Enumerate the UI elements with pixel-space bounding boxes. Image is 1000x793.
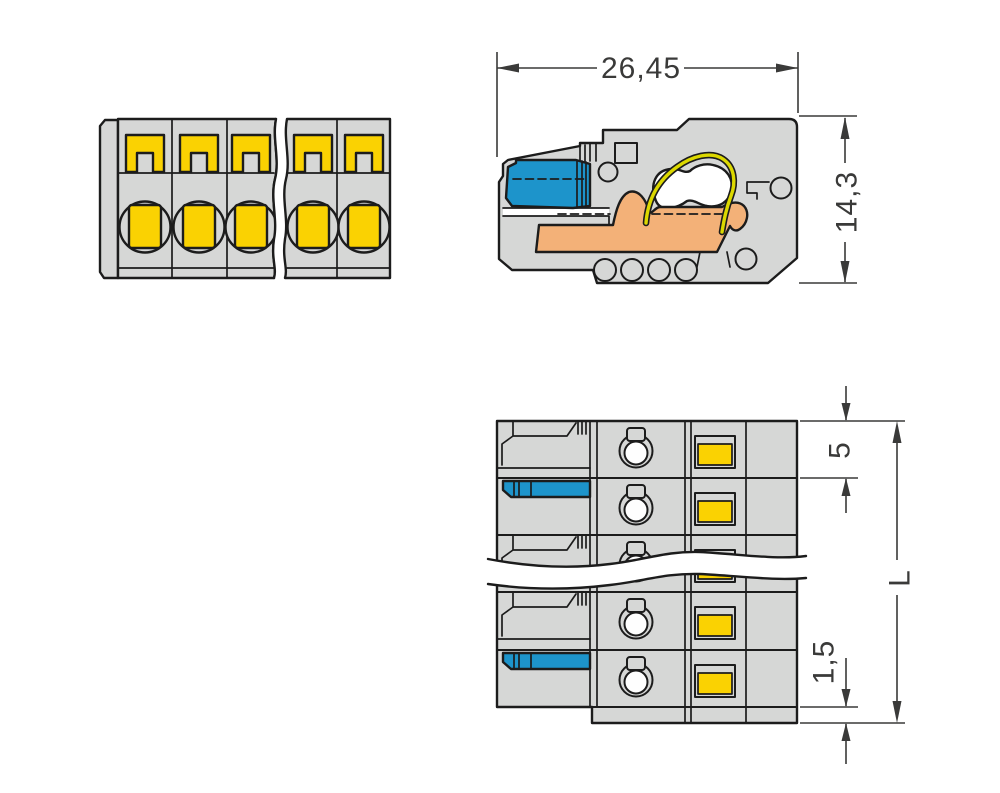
spring-cavity xyxy=(652,163,733,210)
pusher xyxy=(504,158,592,210)
housing-hole xyxy=(734,247,758,271)
dimension-lines xyxy=(800,658,905,764)
clamp-spring-wire-core xyxy=(644,153,736,234)
housing-hole xyxy=(597,161,619,183)
bottom-holes xyxy=(593,258,698,282)
coding-strip xyxy=(501,479,592,499)
arrowhead-down xyxy=(841,689,851,707)
break-line xyxy=(486,572,808,590)
front-shelf-lines-left xyxy=(117,172,275,269)
arrowhead-right xyxy=(776,63,798,73)
arrowhead-up xyxy=(841,478,851,496)
arrowhead-down xyxy=(841,403,851,421)
dimensions: 26,45 14,3 5 1,5 L xyxy=(496,52,917,764)
housing-window xyxy=(614,142,638,164)
arrowhead-left xyxy=(497,63,519,73)
dimension-lines xyxy=(799,115,857,284)
break-line xyxy=(486,550,808,568)
busbar-contact xyxy=(534,190,749,254)
pole-divider xyxy=(171,119,228,278)
arrowhead-up xyxy=(841,723,851,741)
dimension-height: 14,3 xyxy=(799,115,864,284)
arrowhead-up xyxy=(840,117,850,139)
dimension-lines xyxy=(496,52,799,157)
arrowhead-up xyxy=(892,421,902,443)
plan-view xyxy=(486,419,808,725)
pusher-slot xyxy=(503,208,609,216)
pedestal-lines xyxy=(696,251,731,268)
dimension-width: 26,45 xyxy=(496,52,799,157)
break-line xyxy=(271,117,278,280)
dimension-total-length: L xyxy=(884,421,917,723)
side-view xyxy=(497,117,799,285)
dimension-lines xyxy=(800,386,905,513)
arrowhead-down xyxy=(892,701,902,723)
end-plate xyxy=(98,118,120,280)
dimension-label-width: 26,45 xyxy=(601,52,681,85)
housing-hole xyxy=(769,176,793,200)
dimension-label-end-strip: 1,5 xyxy=(808,640,841,685)
pusher-hatch xyxy=(576,160,587,208)
break-gap xyxy=(488,551,806,589)
front-view xyxy=(98,117,392,280)
dimension-label-pole-pitch: 5 xyxy=(824,441,857,459)
dimension-label-total-length: L xyxy=(884,569,917,587)
coding-strip xyxy=(501,651,592,671)
dimension-pole-pitch: 5 xyxy=(800,386,905,513)
plan-row-lines xyxy=(496,477,798,708)
dimension-label-height: 14,3 xyxy=(831,171,864,233)
dimension-end-strip: 1,5 xyxy=(800,640,905,764)
latch-step xyxy=(746,181,770,200)
wire-entry-lines xyxy=(579,142,597,162)
arrowhead-down xyxy=(840,261,850,283)
